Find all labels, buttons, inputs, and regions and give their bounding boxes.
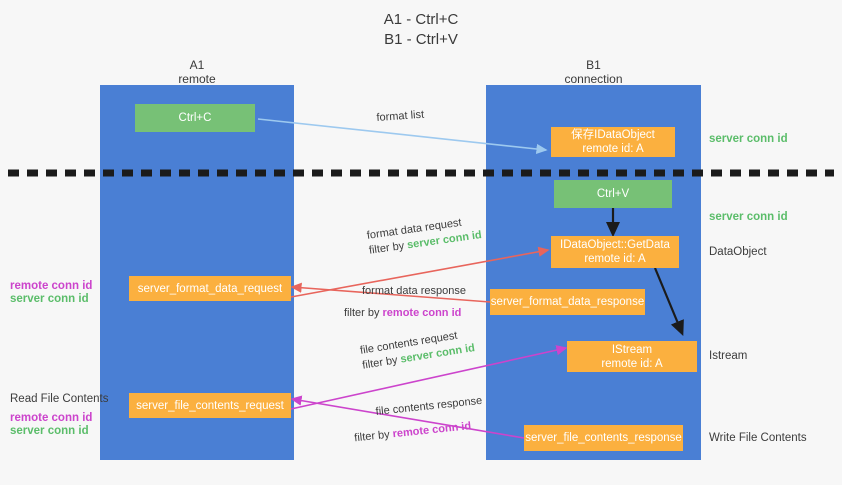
- column-a1-sub: remote: [178, 72, 216, 86]
- node-server-format-data-response-label: server_format_data_response: [490, 296, 645, 308]
- annotation-server-conn-id-top: server conn id: [709, 133, 788, 145]
- node-istream-sub: remote id: A: [601, 357, 663, 370]
- annotation-server-conn-id-mid: server conn id: [709, 211, 788, 223]
- node-server-file-contents-request[interactable]: server_file_contents_request: [129, 393, 291, 418]
- annotation-remote-conn-id-1: remote conn id: [10, 280, 93, 292]
- page-title: A1 - Ctrl+C B1 - Ctrl+V: [383, 11, 459, 48]
- node-server-format-data-response[interactable]: server_format_data_response: [490, 289, 645, 315]
- node-server-format-data-request-label: server_format_data_request: [137, 282, 283, 295]
- node-idataobject-getdata[interactable]: IDataObject::GetData remote id: A: [551, 236, 679, 268]
- annotation-read-file-contents: Read File Contents: [10, 393, 109, 405]
- node-ctrl-c[interactable]: Ctrl+C: [135, 104, 255, 132]
- filter-prefix: filter by: [344, 307, 383, 319]
- node-istream-label: IStream: [611, 343, 653, 356]
- node-ctrl-v[interactable]: Ctrl+V: [554, 180, 672, 208]
- node-idataobject-getdata-sub: remote id: A: [584, 253, 646, 265]
- node-server-file-contents-request-label: server_file_contents_request: [136, 399, 284, 412]
- annotation-server-conn-id-2: server conn id: [10, 425, 89, 437]
- annotation-write-file-contents: Write File Contents: [709, 432, 807, 444]
- arrow-file-contents-response: [290, 395, 525, 439]
- node-server-file-contents-response-label: server_file_contents_response: [525, 432, 682, 444]
- arrow-format-list: [257, 118, 548, 155]
- column-a1-name: A1: [189, 58, 205, 72]
- node-server-file-contents-response[interactable]: server_file_contents_response: [524, 425, 683, 451]
- annotation-remote-conn-id-2: remote conn id: [10, 412, 93, 424]
- column-b1-name: B1: [586, 58, 601, 72]
- node-save-idataobject[interactable]: 保存IDataObject remote id: A: [551, 127, 675, 157]
- arrow-format-data-request: [290, 246, 550, 298]
- arrow-file-contents-request: [290, 345, 568, 410]
- node-save-idataobject-label: 保存IDataObject: [571, 129, 655, 141]
- arrow-getdata-istream: [653, 267, 684, 337]
- node-save-idataobject-sub: remote id: A: [582, 143, 644, 155]
- column-b1-sub: connection: [564, 72, 623, 86]
- node-idataobject-getdata-label: IDataObject::GetData: [560, 239, 670, 251]
- edge-label-format-data-response: format data response filter by remote co…: [344, 284, 466, 321]
- annotation-istream: Istream: [709, 350, 748, 362]
- node-istream[interactable]: IStream remote id: A: [567, 341, 697, 372]
- node-ctrl-c-label: Ctrl+C: [178, 112, 212, 124]
- arrow-format-data-response: [290, 282, 491, 303]
- filter-prefix: filter by: [368, 239, 409, 257]
- node-server-format-data-request[interactable]: server_format_data_request: [129, 276, 291, 301]
- node-ctrl-v-label: Ctrl+V: [596, 188, 630, 200]
- annotation-server-conn-id-1: server conn id: [10, 293, 89, 305]
- filter-prefix: filter by: [353, 428, 394, 445]
- filter-value-remote-conn-id: remote conn id: [382, 307, 462, 319]
- annotation-dataobject: DataObject: [709, 246, 767, 258]
- edge-format-data-response-line1: format data response: [362, 285, 466, 297]
- column-header-a1: A1 remote: [100, 58, 294, 86]
- edge-format-data-response-filter: filter by remote conn id: [344, 306, 466, 321]
- column-header-b1: B1 connection: [486, 58, 701, 86]
- edge-label-format-list-text: format list: [376, 108, 425, 124]
